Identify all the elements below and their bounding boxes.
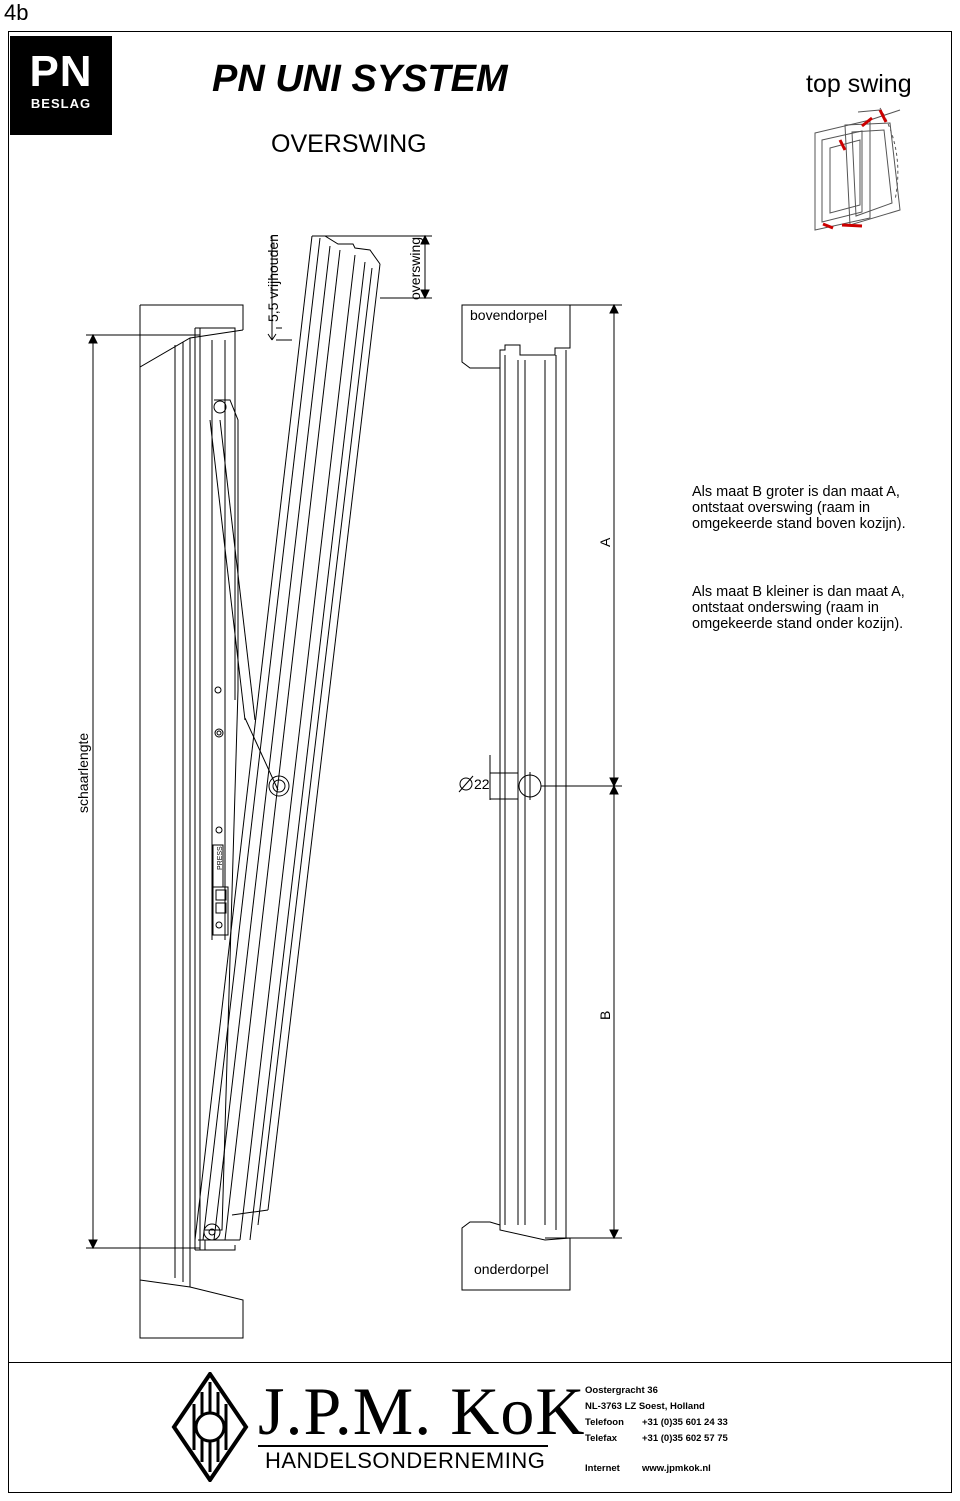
onderdorpel-label: onderdorpel bbox=[474, 1261, 549, 1277]
dim-vrijhouden bbox=[267, 236, 292, 341]
sheet-id: 4b bbox=[4, 0, 29, 25]
press-label: PRESS bbox=[217, 846, 224, 870]
note-onderswing: Als maat B kleiner is dan maat A, ontsta… bbox=[692, 584, 905, 632]
vrijhouden-label: 5,5 vrijhouden bbox=[265, 234, 281, 322]
logo-sub: BESLAG bbox=[30, 96, 92, 111]
hole-diameter bbox=[458, 755, 542, 800]
web-label: Internet bbox=[585, 1463, 620, 1474]
address-line-1: Oostergracht 36 bbox=[585, 1385, 658, 1396]
tilted-sash bbox=[194, 235, 381, 1241]
company-name: J.P.M. KoK bbox=[258, 1373, 586, 1449]
top-swing-icon bbox=[814, 107, 901, 231]
overswing-label: overswing bbox=[407, 237, 423, 300]
contact-values: +31 (0)35 601 24 33 +31 (0)35 602 57 75 bbox=[642, 1415, 728, 1447]
company-underline bbox=[258, 1445, 548, 1447]
page-subtitle: OVERSWING bbox=[271, 130, 427, 158]
dim-overswing bbox=[312, 234, 432, 300]
jpm-kok-emblem-icon bbox=[171, 1372, 249, 1482]
dim-b-label: B bbox=[597, 1011, 613, 1020]
address-block: Oostergracht 36 NL-3763 LZ Soest, Hollan… bbox=[585, 1383, 705, 1447]
drawing-frame bbox=[8, 31, 952, 1493]
pn-beslag-logo: PN BESLAG bbox=[10, 36, 112, 135]
bovendorpel-label: bovendorpel bbox=[470, 307, 547, 323]
website-link[interactable]: www.jpmkok.nl bbox=[642, 1463, 711, 1474]
phone-label: Telefoon bbox=[585, 1417, 624, 1428]
diameter-label: 22 bbox=[474, 776, 490, 792]
dim-a-label: A bbox=[597, 537, 613, 547]
schaarlengte-label: schaarlengte bbox=[75, 733, 91, 813]
kozijn-left bbox=[139, 304, 244, 1339]
company-subtitle: HANDELSONDERNEMING bbox=[265, 1448, 546, 1473]
page-title: PN UNI SYSTEM bbox=[212, 58, 508, 100]
footer-divider bbox=[8, 1362, 952, 1363]
kozijn-right bbox=[461, 304, 571, 1291]
technical-drawing: 5,5 vrijhouden overswing bovendorpel ond… bbox=[75, 107, 901, 1339]
dim-a-b bbox=[541, 303, 622, 1240]
swing-type-label: top swing bbox=[806, 70, 912, 98]
note-overswing: Als maat B groter is dan maat A, ontstaa… bbox=[692, 484, 906, 532]
address-line-2: NL-3763 LZ Soest, Holland bbox=[585, 1401, 705, 1412]
dim-schaarlengte bbox=[86, 333, 200, 1250]
fax-label: Telefax bbox=[585, 1433, 618, 1444]
fax-number: +31 (0)35 602 57 75 bbox=[642, 1433, 728, 1444]
logo-brand: PN bbox=[29, 47, 93, 96]
stay-link bbox=[244, 717, 279, 791]
phone-number: +31 (0)35 601 24 33 bbox=[642, 1417, 728, 1428]
